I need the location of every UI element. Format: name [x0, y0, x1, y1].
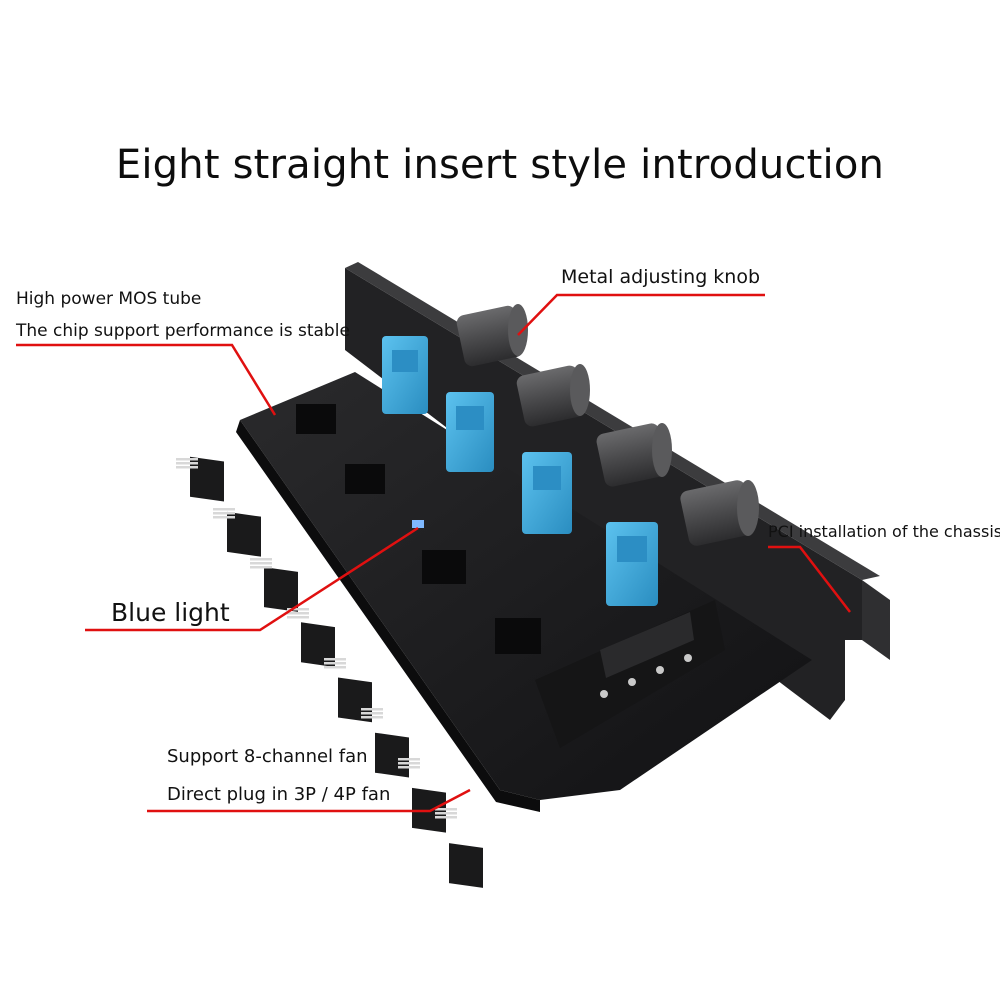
fan-header-8 [435, 808, 483, 888]
callout-line-fan [147, 788, 471, 813]
mos-chip-1 [296, 404, 336, 434]
potentiometers [382, 336, 658, 606]
knob-3 [596, 423, 672, 487]
fan-headers [176, 456, 483, 888]
fan-header-3 [250, 558, 298, 612]
mos-chip-4 [495, 618, 541, 654]
callout-mos-line1: High power MOS tube [16, 289, 202, 309]
fan-header-2 [213, 508, 261, 557]
callout-lines [16, 293, 851, 813]
callout-pci: PCI installation of the chassis [768, 522, 1000, 541]
knob-1 [456, 304, 528, 367]
potentiometer-2 [446, 392, 494, 472]
metal-knobs [456, 304, 759, 546]
potentiometer-3 [522, 452, 572, 534]
mos-chip-3 [422, 550, 466, 584]
knob-4 [680, 480, 759, 546]
fan-header-5 [324, 658, 372, 723]
callout-line-blue [85, 526, 419, 632]
fan-header-4 [287, 608, 335, 668]
callout-mos-line2: The chip support performance is stable [16, 321, 350, 341]
callout-line-knob [517, 293, 765, 336]
fan-header-1 [176, 456, 224, 502]
knob-2 [516, 364, 590, 427]
callout-line-mos [16, 343, 277, 416]
mos-chip-2 [345, 464, 385, 494]
potentiometer-1 [382, 336, 428, 414]
page-title: Eight straight insert style introduction [115, 142, 885, 188]
molex-power-connector [535, 600, 725, 748]
callout-blue-light: Blue light [111, 598, 230, 627]
callout-line-pci [768, 545, 851, 613]
blue-led [412, 520, 424, 528]
callout-knob: Metal adjusting knob [561, 266, 761, 288]
potentiometer-4 [606, 522, 658, 606]
callout-fan-line2: Direct plug in 3P / 4P fan [167, 784, 391, 805]
callout-fan-line1: Support 8-channel fan [167, 746, 368, 767]
mos-chips [296, 404, 541, 654]
